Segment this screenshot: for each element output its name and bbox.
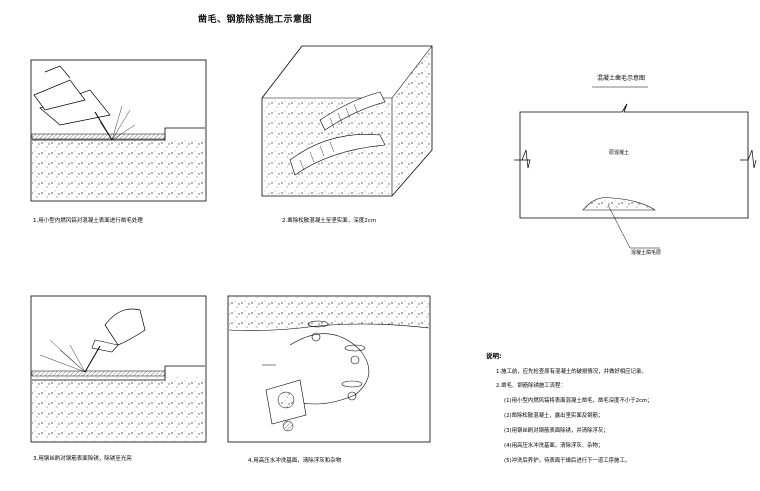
- drawing-title: 凿毛、钢筋除锈施工示意图: [198, 15, 313, 25]
- note-5: (3)用钢丝刷对钢筋表面除锈，并清除浮灰；: [504, 426, 609, 434]
- note-4: (2)凿除松散混凝土，露出坚实面及钢筋；: [504, 411, 603, 419]
- note-7: (5)冲洗后养护，待表面干燥后进行下一道工序施工。: [504, 456, 630, 464]
- notes-heading: 说明:: [486, 351, 502, 360]
- panel-1-chipping: [30, 59, 207, 202]
- panel-2-excavation: [261, 45, 433, 197]
- right-inner-label: 原混凝土: [609, 149, 629, 156]
- caption-2: 2.凿除松散混凝土至坚实面，深度2cm: [282, 216, 376, 224]
- note-3: (1)用小型内燃风镐将表面混凝土凿毛，凿毛深度不小于2cm；: [504, 396, 653, 404]
- right-figure-title: 混凝土凿毛示意图: [597, 74, 645, 82]
- note-1: 1.施工前，应先检查原有混凝土的破损情况，并做好相应记录。: [496, 367, 647, 375]
- note-6: (4)用高压水冲洗基面，清除浮灰、杂物；: [504, 441, 603, 449]
- caption-1: 1.用小型内燃风镐对混凝土表面进行凿毛处理: [33, 216, 143, 224]
- right-pointer-label: 混凝土凿毛层: [631, 249, 661, 256]
- note-2: 2.凿毛、钢筋除锈施工流程：: [496, 381, 566, 389]
- caption-4: 4.用高压水冲洗基面，清除浮灰和杂物: [248, 456, 342, 464]
- panel-3-rust-removal: [30, 295, 207, 443]
- caption-3: 3.用钢丝刷对钢筋表面除锈，除锈至光亮: [33, 454, 132, 462]
- panel-4-water-flushing: [227, 295, 431, 443]
- right-concrete-figure: [514, 103, 757, 249]
